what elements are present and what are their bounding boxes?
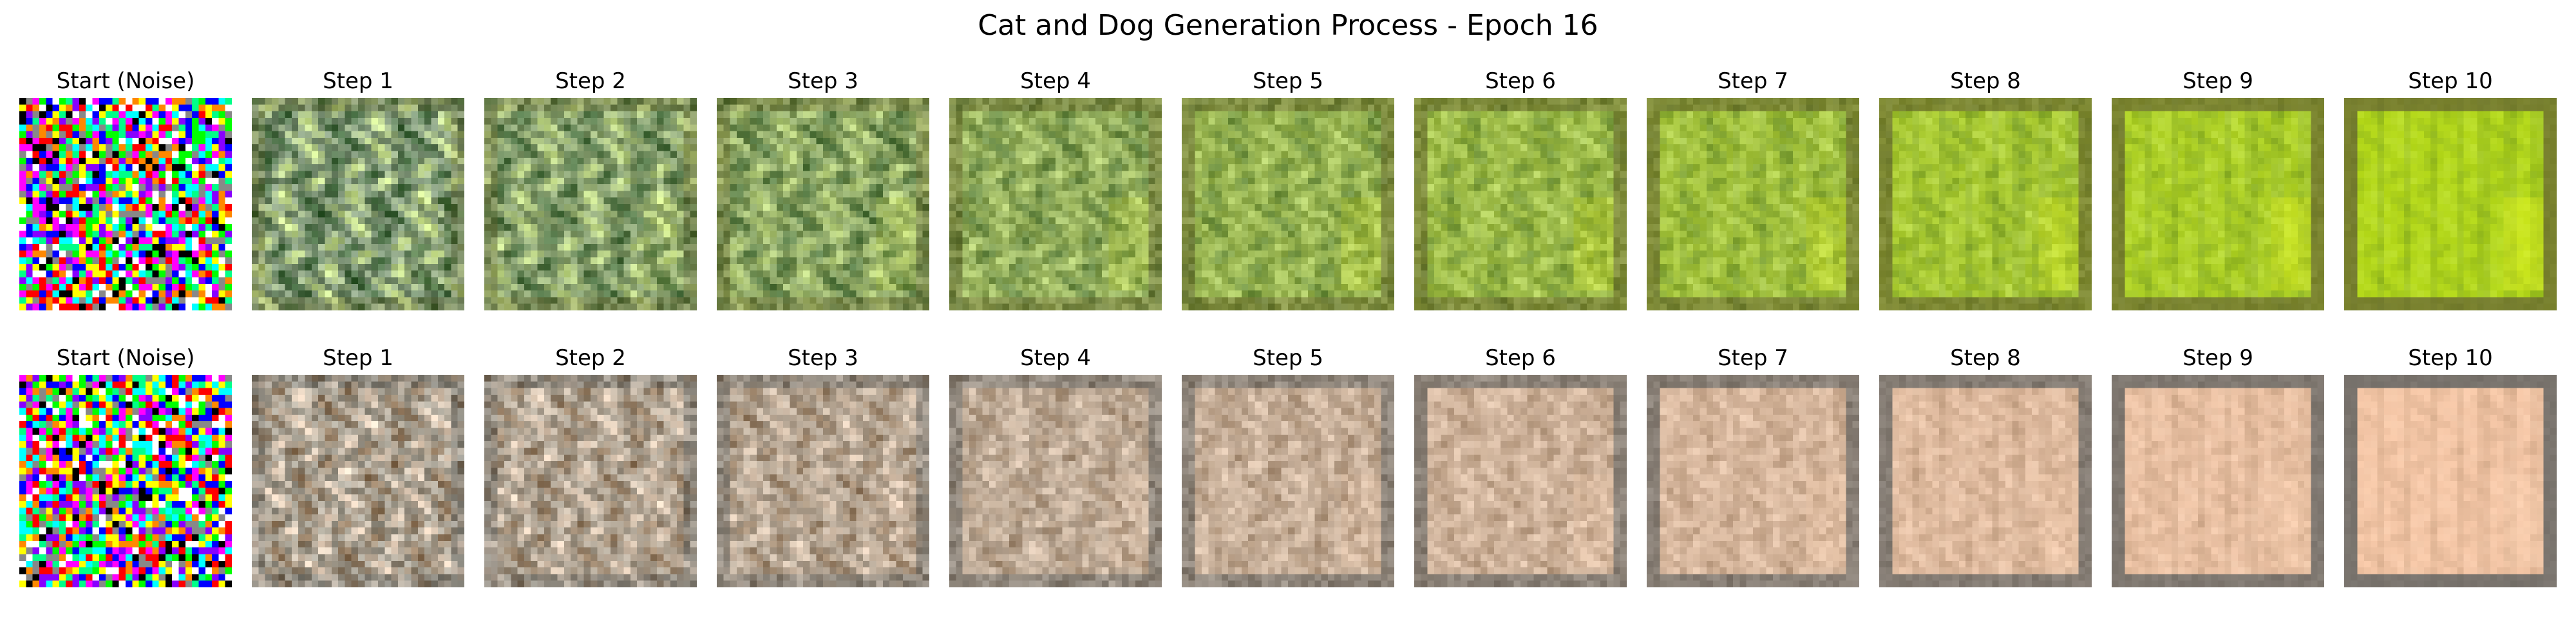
generated-image — [2344, 98, 2557, 310]
panel-label: Step 2 — [555, 345, 626, 371]
generated-image — [1647, 375, 1859, 587]
panel-label: Step 9 — [2183, 345, 2253, 371]
panel-label: Step 1 — [323, 345, 393, 371]
panel-label: Step 2 — [555, 68, 626, 94]
row-2-panel-9: Step 9 — [2112, 344, 2324, 589]
generated-image — [252, 375, 464, 587]
generated-image — [949, 98, 1162, 310]
row-2-panel-0: Start (Noise) — [19, 344, 232, 589]
row-1-panel-7: Step 7 — [1647, 67, 1859, 312]
row-1-panel-3: Step 3 — [717, 67, 929, 312]
generated-image — [1879, 375, 2092, 587]
row-2-panel-8: Step 8 — [1879, 344, 2092, 589]
panel-label: Step 5 — [1253, 345, 1323, 371]
row-1-panel-8: Step 8 — [1879, 67, 2092, 312]
generated-image — [1647, 98, 1859, 310]
generated-image — [1879, 98, 2092, 310]
noise-image — [19, 98, 232, 310]
generated-image — [1182, 98, 1394, 310]
generated-image — [484, 98, 697, 310]
generated-image — [2344, 375, 2557, 587]
panel-label: Step 10 — [2408, 345, 2493, 371]
panel-label: Step 7 — [1718, 68, 1788, 94]
generated-image — [252, 98, 464, 310]
row-2-panel-4: Step 4 — [949, 344, 1162, 589]
row-2-panel-3: Step 3 — [717, 344, 929, 589]
generated-image — [1182, 375, 1394, 587]
row-2-panel-10: Step 10 — [2344, 344, 2557, 589]
generated-image — [717, 98, 929, 310]
row-1-panel-9: Step 9 — [2112, 67, 2324, 312]
panel-label: Step 4 — [1020, 68, 1091, 94]
row-1-panel-6: Step 6 — [1414, 67, 1627, 312]
panel-label: Start (Noise) — [56, 68, 195, 94]
generated-image — [717, 375, 929, 587]
panel-label: Step 7 — [1718, 345, 1788, 371]
panel-label: Start (Noise) — [56, 345, 195, 371]
panel-label: Step 1 — [323, 68, 393, 94]
generated-image — [484, 375, 697, 587]
row-1-panel-10: Step 10 — [2344, 67, 2557, 312]
panel-label: Step 3 — [788, 68, 858, 94]
panel-label: Step 5 — [1253, 68, 1323, 94]
generated-image — [2112, 98, 2324, 310]
row-2-panel-1: Step 1 — [252, 344, 464, 589]
row-2-panel-7: Step 7 — [1647, 344, 1859, 589]
row-1-panel-4: Step 4 — [949, 67, 1162, 312]
row-1-panel-2: Step 2 — [484, 67, 697, 312]
generated-image — [949, 375, 1162, 587]
panel-label: Step 6 — [1485, 68, 1556, 94]
panel-label: Step 8 — [1950, 68, 2021, 94]
row-2-panel-6: Step 6 — [1414, 344, 1627, 589]
row-2-panel-5: Step 5 — [1182, 344, 1394, 589]
row-2-panel-2: Step 2 — [484, 344, 697, 589]
generated-image — [1414, 375, 1627, 587]
generated-image — [2112, 375, 2324, 587]
noise-image — [19, 375, 232, 587]
row-1-panel-5: Step 5 — [1182, 67, 1394, 312]
figure-title: Cat and Dog Generation Process - Epoch 1… — [978, 9, 1598, 42]
generated-image — [1414, 98, 1627, 310]
panel-label: Step 4 — [1020, 345, 1091, 371]
panel-label: Step 10 — [2408, 68, 2493, 94]
row-1-panel-0: Start (Noise) — [19, 67, 232, 312]
panel-label: Step 8 — [1950, 345, 2021, 371]
panel-label: Step 9 — [2183, 68, 2253, 94]
panel-label: Step 6 — [1485, 345, 1556, 371]
panel-label: Step 3 — [788, 345, 858, 371]
row-1-panel-1: Step 1 — [252, 67, 464, 312]
